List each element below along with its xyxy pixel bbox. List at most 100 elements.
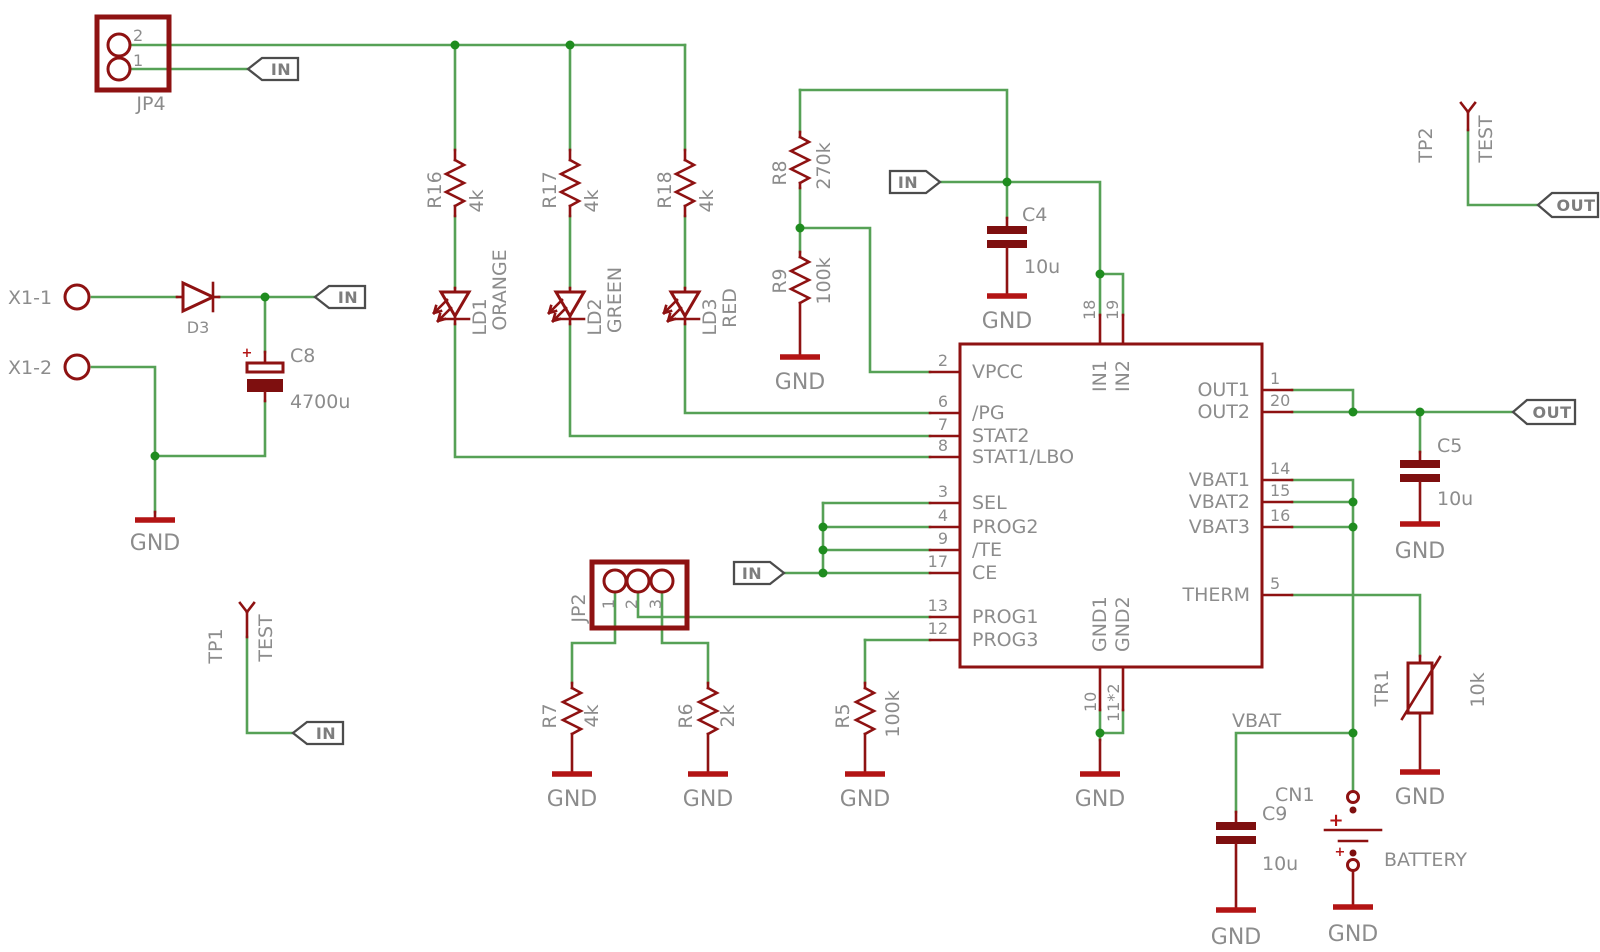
ld1-color: ORANGE <box>489 249 511 330</box>
gnd-label: GND <box>1211 925 1261 950</box>
c8-value: 4700u <box>290 391 350 413</box>
ic-pin-name: STAT2 <box>972 425 1029 447</box>
battery-plus-icon: + <box>1328 810 1343 831</box>
ic-pin-number: 14 <box>1270 459 1290 478</box>
led-ld3: LD3 RED <box>662 286 741 336</box>
r6-value: 2k <box>717 704 739 727</box>
ic-pin-name: GND1 <box>1089 596 1111 652</box>
ic-pin-name: GND2 <box>1112 596 1134 652</box>
ic-pin-name: IN1 <box>1089 360 1111 392</box>
ld1-name: LD1 <box>469 298 491 335</box>
ic-pin-number: 2 <box>938 351 948 370</box>
ic-pin-number: 19 <box>1103 300 1122 320</box>
ic-pin-number: 6 <box>938 392 948 411</box>
ld2-name: LD2 <box>584 298 606 335</box>
gnd-symbol: GND <box>840 771 890 812</box>
jp4-pin1-number: 1 <box>133 51 143 70</box>
r5-name: R5 <box>832 703 854 728</box>
net-flag-in: IN <box>291 720 345 746</box>
jp4-pin2-number: 2 <box>133 26 143 45</box>
gnd-label: GND <box>1395 539 1445 564</box>
in-flag-label: IN <box>271 60 291 79</box>
ld3-name: LD3 <box>699 298 721 335</box>
ic-pin-number: 12 <box>928 619 948 638</box>
r18-name: R18 <box>654 171 676 208</box>
resistor-r9: R9 100k <box>769 250 835 357</box>
d3-label: D3 <box>187 318 210 337</box>
jp2-pin1-number: 1 <box>599 599 618 609</box>
x1-2-label: X1-2 <box>8 357 52 379</box>
in-flag-label: IN <box>316 724 336 743</box>
c8-plus-icon: + <box>242 346 253 361</box>
gnd-symbol: GND <box>547 771 597 812</box>
tp2-label: TP2 <box>1415 127 1437 163</box>
ld3-color: RED <box>719 288 741 328</box>
led-ld2: LD2 GREEN <box>547 267 626 336</box>
r17-name: R17 <box>539 171 561 208</box>
resistor-r16: R16 4k <box>424 148 488 218</box>
ic-pin-number: 4 <box>938 506 948 525</box>
ic-pin-name: PROG3 <box>972 629 1038 651</box>
r9-value: 100k <box>813 257 835 304</box>
r17-value: 4k <box>581 189 603 212</box>
nets <box>90 40 1540 814</box>
battery-plus-icon: + <box>1335 845 1346 860</box>
net-flag-in: IN <box>888 169 942 195</box>
ic-pin-name: SEL <box>972 492 1007 514</box>
gnd-label: GND <box>775 370 825 395</box>
in-flag-label: IN <box>898 173 918 192</box>
resistor-r17: R17 4k <box>539 148 603 218</box>
ic-pin-name: /TE <box>972 539 1002 561</box>
led-emission-arrow-icon <box>436 306 453 323</box>
capacitor-c9: C9 10u <box>1216 803 1298 910</box>
ic-pin-name: CE <box>972 562 997 584</box>
c9-name: C9 <box>1262 803 1287 825</box>
battery-cn1: CN1 + + BATTERY <box>1275 784 1467 907</box>
gnd-symbol: GND <box>683 771 733 812</box>
ic-pin-name: /PG <box>972 402 1005 424</box>
ic-pin-number: 1 <box>1270 369 1280 388</box>
connector-jp4: 2 1 JP4 <box>94 14 172 115</box>
cn1-name: CN1 <box>1275 784 1315 806</box>
c9-value: 10u <box>1262 853 1298 875</box>
resistor-r8: R8 270k <box>769 130 835 190</box>
ic-pin-number: 9 <box>938 529 948 548</box>
c5-name: C5 <box>1437 435 1462 457</box>
gnd-symbol: GND <box>982 293 1032 334</box>
gnd-label: GND <box>840 787 890 812</box>
jp4-label: JP4 <box>135 93 165 115</box>
in-flag-label: IN <box>742 564 762 583</box>
tp2-test-label: TEST <box>1475 115 1497 164</box>
led-emission-arrow-icon <box>662 298 679 315</box>
resistor-r5: R5 100k <box>832 681 904 774</box>
resistor-r18: R18 4k <box>654 148 718 218</box>
out-flag-label: OUT <box>1556 196 1595 215</box>
ic-pin-name: VBAT3 <box>1189 516 1250 538</box>
r8-value: 270k <box>813 142 835 189</box>
in-flag-label: IN <box>338 288 358 307</box>
thermistor-tr1: TR1 10k <box>1371 654 1489 772</box>
tr1-name: TR1 <box>1371 670 1393 708</box>
ic-pin-number: 10 <box>1081 692 1100 712</box>
net-flag-in: IN <box>313 284 367 310</box>
led-emission-arrow-icon <box>551 306 568 323</box>
gnd-label: GND <box>1075 787 1125 812</box>
tp1-label: TP1 <box>205 628 227 664</box>
pad-x1-2: X1-2 <box>8 353 91 381</box>
capacitor-c5: C5 10u <box>1400 435 1473 524</box>
testpoint-tp2: TP2 TEST <box>1415 101 1497 164</box>
gnd-symbol: GND <box>1075 771 1125 812</box>
out-flag-label: OUT <box>1532 403 1571 422</box>
c4-value: 10u <box>1024 256 1060 278</box>
ic-pin-number: 16 <box>1270 506 1290 525</box>
gnd-label: GND <box>130 531 180 556</box>
gnd-label: GND <box>547 787 597 812</box>
gnd-symbol: GND <box>775 354 825 395</box>
vbat-net-label: VBAT <box>1232 710 1282 732</box>
jp2-pin3-number: 3 <box>646 599 665 609</box>
r18-value: 4k <box>696 189 718 212</box>
ic-pin-number: 5 <box>1270 574 1280 593</box>
gnd-symbol: GND <box>130 510 180 556</box>
